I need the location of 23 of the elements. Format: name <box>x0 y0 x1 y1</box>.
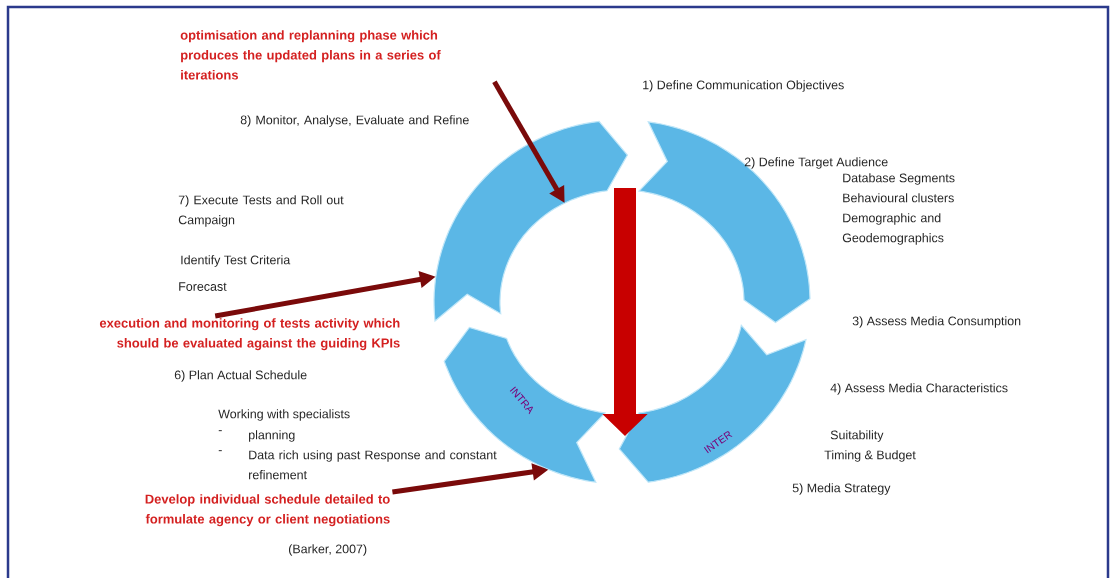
note-text: Forecast <box>179 282 227 291</box>
step-label: 6) Plan Actual Schedule <box>174 370 307 382</box>
annotation-text: execution and monitoring of tests activity which should be evaluated against the guiding KPIs <box>99 318 400 351</box>
note-text: Timing & Budget <box>824 450 916 462</box>
step-label: 7) Execute Tests and Roll out Campaign <box>178 195 344 227</box>
bullet-dash: - <box>218 430 222 432</box>
note-text: Suitability <box>830 430 884 442</box>
note-text: planning <box>249 430 295 442</box>
step-label: 8) Monitor, Analyse, Evaluate and Refine <box>240 115 469 127</box>
note-text: Database Segments <box>843 173 955 185</box>
citation: (Barker, 2007) <box>288 544 367 556</box>
step-label: 2) Define Target Audience <box>744 157 888 169</box>
note-text: Working with specialists <box>218 409 350 421</box>
step-label: 5) Media Strategy <box>792 483 891 495</box>
step-label: 3) Assess Media Consumption <box>852 316 1021 328</box>
note-text: Demographic and Geodemographics <box>842 213 944 245</box>
step-label: 4) Assess Media Characteristics <box>830 383 1008 395</box>
annotation-text: Develop individual schedule detailed to formulate agency or client negotiations <box>145 494 390 527</box>
annotation-text: optimisation and replanning phase which produces the updated plans in a series of iterations <box>180 30 441 80</box>
bullet-dash: - <box>218 450 222 452</box>
note-text: Identify Test Criteria <box>181 255 291 267</box>
note-text: Behavioural clusters <box>843 193 954 203</box>
step-label: 1) Define Communication Objectives <box>643 80 844 92</box>
